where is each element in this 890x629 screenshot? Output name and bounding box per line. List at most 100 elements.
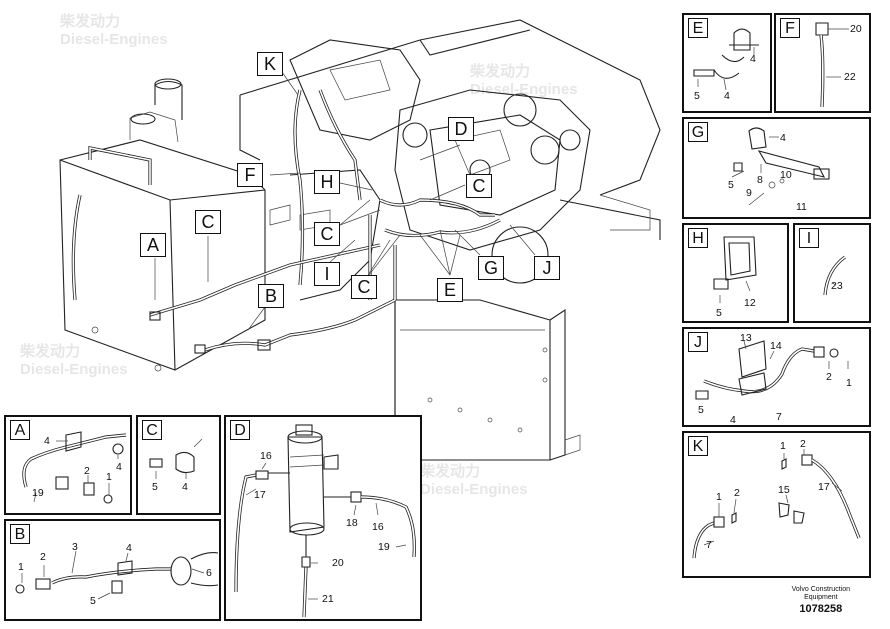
detail-e-drawing — [693, 28, 759, 91]
detail-letter: F — [780, 18, 800, 38]
detail-i-drawing — [823, 255, 846, 296]
callout-a: A — [140, 233, 166, 257]
drawing-id: 1078258 — [799, 603, 843, 615]
detail-box-h: H 12 5 — [682, 223, 789, 323]
part-number: 20 — [850, 23, 862, 35]
part-number: 4 — [780, 132, 786, 144]
drawing-footer: Volvo Construction Equipment 1078258 — [792, 586, 850, 616]
detail-letter: G — [688, 122, 708, 142]
part-number: 8 — [757, 174, 763, 186]
callout-g: G — [478, 256, 504, 280]
part-number: 2 — [40, 551, 46, 563]
callout-f: F — [237, 163, 263, 187]
detail-box-a: A 4 4 2 1 19 — [4, 415, 132, 515]
part-number: 1 — [716, 491, 722, 503]
detail-letter: J — [688, 332, 708, 352]
detail-a-drawing — [22, 431, 127, 504]
callout-c: C — [314, 222, 340, 246]
part-number: 14 — [770, 340, 782, 352]
detail-box-i: I 23 — [793, 223, 871, 323]
part-number: 19 — [378, 541, 390, 553]
part-number: 4 — [730, 414, 736, 426]
detail-box-b: B 2 3 4 1 5 6 — [4, 519, 221, 621]
detail-box-j: J 13 14 2 1 5 4 7 — [682, 327, 871, 427]
detail-c-drawing — [149, 438, 203, 479]
callout-h: H — [314, 170, 340, 194]
footer-division: Equipment — [804, 594, 838, 601]
part-number: 3 — [72, 541, 78, 553]
part-number: 4 — [750, 53, 756, 65]
callout-e: E — [437, 278, 463, 302]
part-number: 7 — [706, 539, 712, 551]
detail-box-f: F 20 22 — [774, 13, 871, 113]
part-number: 22 — [844, 71, 856, 83]
detail-b-drawing — [15, 550, 219, 600]
part-number: 15 — [778, 484, 790, 496]
detail-f-drawing — [815, 22, 849, 108]
callout-c: C — [351, 275, 377, 299]
part-number: 19 — [32, 487, 44, 499]
part-number: 2 — [84, 465, 90, 477]
part-number: 17 — [254, 489, 266, 501]
footer-company: Volvo Construction — [791, 586, 850, 593]
part-number: 13 — [740, 332, 752, 344]
detail-box-e: E 4 5 4 — [682, 13, 772, 113]
detail-h-drawing — [713, 236, 757, 303]
part-number: 5 — [698, 404, 704, 416]
part-number: 21 — [322, 593, 334, 605]
part-number: 1 — [106, 471, 112, 483]
part-number: 4 — [44, 435, 50, 447]
detail-letter: A — [10, 420, 30, 440]
callout-i: I — [314, 262, 340, 286]
detail-box-c: C 5 4 — [136, 415, 221, 515]
part-number: 17 — [818, 481, 830, 493]
part-number: 20 — [332, 557, 344, 569]
callout-d: D — [448, 117, 474, 141]
detail-letter: B — [10, 524, 30, 544]
part-number: 1 — [846, 377, 852, 389]
part-number: 4 — [126, 542, 132, 554]
callout-c: C — [195, 210, 221, 234]
detail-d-drawing — [234, 424, 416, 618]
callout-k: K — [257, 52, 283, 76]
part-number: 5 — [716, 307, 722, 319]
part-number: 2 — [800, 438, 806, 450]
part-number: 5 — [694, 90, 700, 102]
part-number: 5 — [90, 595, 96, 607]
part-number: 1 — [18, 561, 24, 573]
part-number: 4 — [724, 90, 730, 102]
part-number: 2 — [734, 487, 740, 499]
detail-letter: C — [142, 420, 162, 440]
part-number: 5 — [152, 481, 158, 493]
detail-box-k: K 1 2 17 1 2 15 7 — [682, 431, 871, 578]
part-number: 10 — [780, 169, 792, 181]
part-number: 4 — [182, 481, 188, 493]
part-number: 5 — [728, 179, 734, 191]
part-number: 16 — [260, 450, 272, 462]
part-number: 9 — [746, 187, 752, 199]
callout-b: B — [258, 284, 284, 308]
part-number: 6 — [206, 567, 212, 579]
detail-box-d: D 16 — [224, 415, 422, 621]
detail-letter: K — [688, 436, 708, 456]
detail-letter: I — [799, 228, 819, 248]
part-number: 16 — [372, 521, 384, 533]
part-number: 2 — [826, 371, 832, 383]
callout-j: J — [534, 256, 560, 280]
part-number: 18 — [346, 517, 358, 529]
detail-g-drawing — [731, 127, 830, 206]
detail-letter: D — [230, 420, 250, 440]
part-number: 7 — [776, 411, 782, 423]
detail-letter: H — [688, 228, 708, 248]
part-number: 23 — [831, 280, 843, 292]
part-number: 11 — [796, 201, 807, 213]
part-number: 4 — [116, 461, 122, 473]
part-number: 12 — [744, 297, 756, 309]
part-number: 1 — [780, 440, 786, 452]
callout-c: C — [466, 174, 492, 198]
detail-box-g: G 4 8 5 9 10 11 — [682, 117, 871, 219]
detail-j-drawing — [695, 340, 849, 400]
detail-k-drawing — [692, 449, 861, 559]
detail-letter: E — [688, 18, 708, 38]
